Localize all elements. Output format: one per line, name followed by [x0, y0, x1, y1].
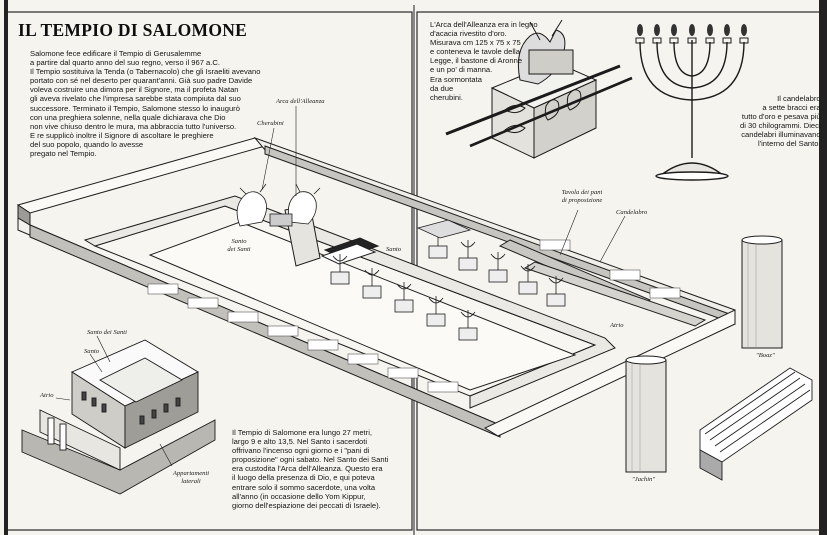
ark-caption-line: e un po' di manna.	[430, 65, 493, 75]
candelabro-caption-line: candelabri illuminavano	[741, 130, 821, 140]
label-inset-atrio: Atrio	[40, 392, 54, 399]
intro-line: Salomone fece edificare il Tempio di Ger…	[30, 49, 202, 58]
candelabro-caption-line: di 30 chilogrammi. Dieci	[740, 121, 821, 131]
dimensions-caption-line: offrivano l'incenso ogni giorno e i "pan…	[232, 446, 370, 456]
dimensions-caption-line: era custodita l'Arca dell'Alleanza. Ques…	[232, 464, 383, 474]
menorah-icon	[458, 310, 478, 341]
intro-line: voleva costruire una dimora per il Signo…	[30, 85, 239, 95]
menorah-icon	[426, 296, 446, 327]
menorah-icon	[458, 240, 478, 271]
intro-line: gli aveva rivelato che l'impresa sarebbe…	[30, 94, 241, 104]
candelabro-caption-line: tutto d'oro e pesava più	[741, 112, 821, 122]
dimensions-caption-line: giorno dell'espiazione dei peccati di Is…	[232, 500, 381, 510]
menorah-icon	[518, 264, 538, 295]
intro-line: pregato nel Tempio.	[30, 149, 97, 159]
ark-caption-line: da due	[430, 83, 454, 93]
ark-caption: L'Arca dell'Alleanza era in legno d'acac…	[430, 20, 538, 102]
intro-line: del suo popolo, quando lo avesse	[30, 139, 144, 149]
intro-line: non vive chiuso dentro le mura, ma abbra…	[30, 121, 237, 131]
cherub-icon	[236, 183, 321, 227]
dimensions-caption-line: Il Tempio di Salomone era lungo 27 metri…	[232, 428, 372, 437]
dimensions-caption-line: il luogo della presenza di Dio, e qui po…	[232, 473, 375, 483]
column-icon	[625, 235, 783, 473]
label-boaz: "Boaz"	[756, 352, 775, 359]
menorah-icon	[394, 282, 414, 313]
menorah-icon	[488, 252, 508, 283]
ark-caption-line: e conteneva le tavole della	[430, 47, 520, 57]
page-title: IL TEMPIO DI SALOMONE	[18, 20, 248, 40]
label-arca: Arca dell'Alleanza	[276, 98, 325, 105]
menorah-icon	[546, 276, 566, 307]
candelabro-caption-line: l'interno del Santo.	[757, 139, 821, 149]
temple-cutaway-icon	[21, 335, 216, 495]
ark-caption-line: Legge, il bastone di Aronne	[430, 56, 523, 66]
intro-line: E re supplicò inoltre il Signore di asco…	[30, 130, 214, 140]
menorah-icon	[330, 254, 350, 285]
ark-caption-line: Misurava cm 125 x 75 x 75	[430, 38, 521, 48]
intro-line: a partire dal quarto anno del suo regno,…	[30, 58, 220, 68]
dimensions-caption-line: all'anno (in occasione dello Yom Kippur,	[232, 491, 366, 501]
ark-caption-line: cherubini.	[430, 92, 463, 102]
menorah-icon	[635, 24, 749, 181]
intro-line: portato con sé nel deserto per quarant'a…	[30, 76, 253, 86]
candelabro-caption: Il candelabro a sette bracci era tutto d…	[740, 94, 821, 149]
label-inset-santo: Santo	[84, 348, 100, 355]
leader-lines	[261, 106, 626, 263]
intro-text: Salomone fece edificare il Tempio di Ger…	[30, 49, 260, 158]
menorah-row	[330, 219, 566, 341]
ark-caption-line: L'Arca dell'Alleanza era in legno	[430, 20, 538, 29]
label-cherubini: Cherubini	[257, 120, 284, 127]
label-jachin: "Jachin"	[632, 476, 656, 483]
candelabro-caption-line: a sette bracci era	[762, 103, 821, 113]
ark-caption-line: d'acacia rivestito d'oro.	[430, 29, 507, 39]
intro-line: Il Tempio sostituiva la Tenda (o Taberna…	[30, 67, 261, 77]
temple-plan-icon	[16, 136, 736, 438]
label-santo: Santo	[386, 246, 402, 253]
menorah-icon	[362, 268, 382, 299]
dimensions-caption-line: largo 9 e alto 13,5. Nel Santo i sacerdo…	[232, 437, 368, 447]
label-inset-santo-dei-santi: Santo dei Santi	[87, 329, 127, 336]
dimensions-caption-line: proposizione" ogni sabato. Nel Santo dei…	[232, 455, 389, 465]
dimensions-caption: Il Tempio di Salomone era lungo 27 metri…	[232, 428, 388, 510]
label-atrio: Atrio	[610, 322, 624, 329]
intro-line: successore. Terminato il Tempio, Salomon…	[30, 103, 240, 113]
intro-line: con una preghiera solenne, nella quale d…	[30, 112, 226, 122]
stairs-icon	[699, 367, 813, 481]
ark-caption-line: Era sormontata	[430, 74, 482, 84]
candelabro-caption-line: Il candelabro	[777, 94, 821, 103]
label-candelabro: Candelabro	[616, 209, 648, 216]
ark-icon	[445, 19, 633, 159]
dimensions-caption-line: entrare solo il sommo sacerdote, una vol…	[232, 482, 376, 492]
